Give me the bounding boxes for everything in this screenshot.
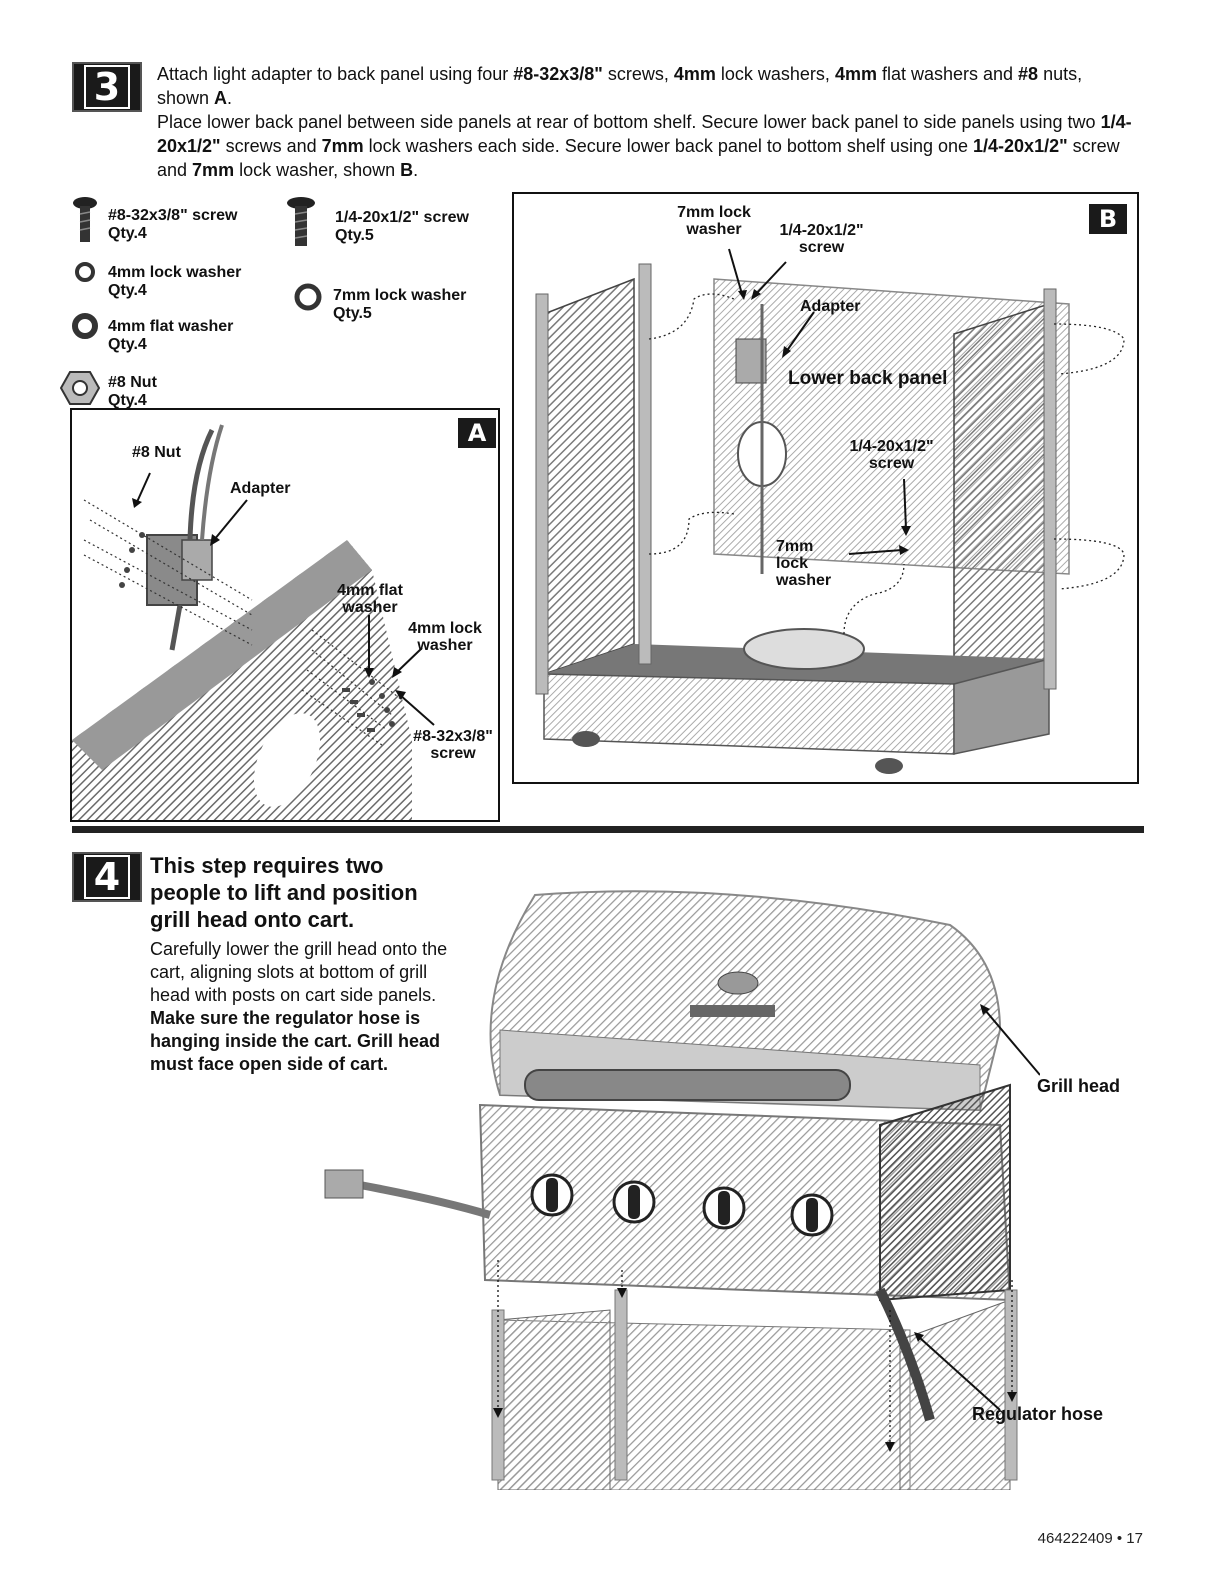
- flat-washer-icon: [72, 313, 98, 339]
- diagram-b-letter: B: [1089, 204, 1127, 234]
- label-4mm-lock-washer: 4mm lock washer: [408, 620, 482, 654]
- step-3-badge: 3: [72, 62, 142, 112]
- part-screw-1-4-20: 1/4-20x1/2" screw Qty.5: [335, 209, 469, 244]
- label-adapter: Adapter: [230, 480, 291, 497]
- grill-illustration: [324, 890, 1040, 1490]
- diagram-a: A #8 Nut Adapter 4mm flat washer 4mm loc…: [70, 408, 500, 822]
- part-8-nut: #8 Nut Qty.4: [108, 374, 157, 409]
- label-grill-head: Grill head: [1037, 1076, 1121, 1096]
- part-screw-8-32: #8-32x3/8" screw Qty.4: [108, 207, 238, 242]
- label-1-4-20-screw-mid: 1/4-20x1/2" screw: [849, 438, 934, 472]
- diagram-a-illustration: [72, 424, 435, 820]
- step-4-heading: This step requires two people to lift an…: [150, 853, 418, 932]
- part-4mm-lock-washer: 4mm lock washer Qty.4: [108, 264, 242, 299]
- label-4mm-flat-washer: 4mm flat washer: [337, 582, 403, 616]
- label-regulator-hose: Regulator hose: [972, 1404, 1104, 1424]
- label-lower-back-panel: Lower back panel: [788, 368, 948, 389]
- label-7mm-lock-washer-mid: 7mm lock washer: [776, 538, 832, 589]
- step-4-badge: 4: [72, 852, 142, 902]
- label-8-nut: #8 Nut: [132, 444, 181, 461]
- diagram-b-illustration: [535, 248, 1125, 774]
- page-footer: 464222409 • 17: [1037, 1530, 1143, 1547]
- step-4-body: Carefully lower the grill head onto the …: [150, 939, 448, 1074]
- lock-washer-icon: [294, 283, 322, 311]
- step-3-instruction-1: Attach light adapter to back panel using…: [157, 64, 1083, 108]
- part-7mm-lock-washer: 7mm lock washer Qty.5: [333, 287, 467, 322]
- label-adapter-b: Adapter: [800, 298, 861, 315]
- section-divider: [72, 826, 1144, 833]
- screw-icon: [287, 197, 315, 246]
- label-8-32-screw: #8-32x3/8" screw: [413, 728, 493, 762]
- part-4mm-flat-washer: 4mm flat washer Qty.4: [108, 318, 234, 353]
- diagram-a-letter: A: [458, 418, 496, 448]
- screw-icon: [73, 197, 97, 242]
- lock-washer-icon: [75, 262, 95, 282]
- diagram-b: B 7mm lock washer 1/4-20x1/2" screw Adap…: [512, 192, 1139, 784]
- label-7mm-lock-washer-top: 7mm lock washer: [677, 204, 751, 238]
- nut-icon: [60, 371, 100, 405]
- label-1-4-20-screw-top: 1/4-20x1/2" screw: [779, 222, 864, 256]
- step-3-instruction-2: Place lower back panel between side pane…: [157, 112, 1132, 180]
